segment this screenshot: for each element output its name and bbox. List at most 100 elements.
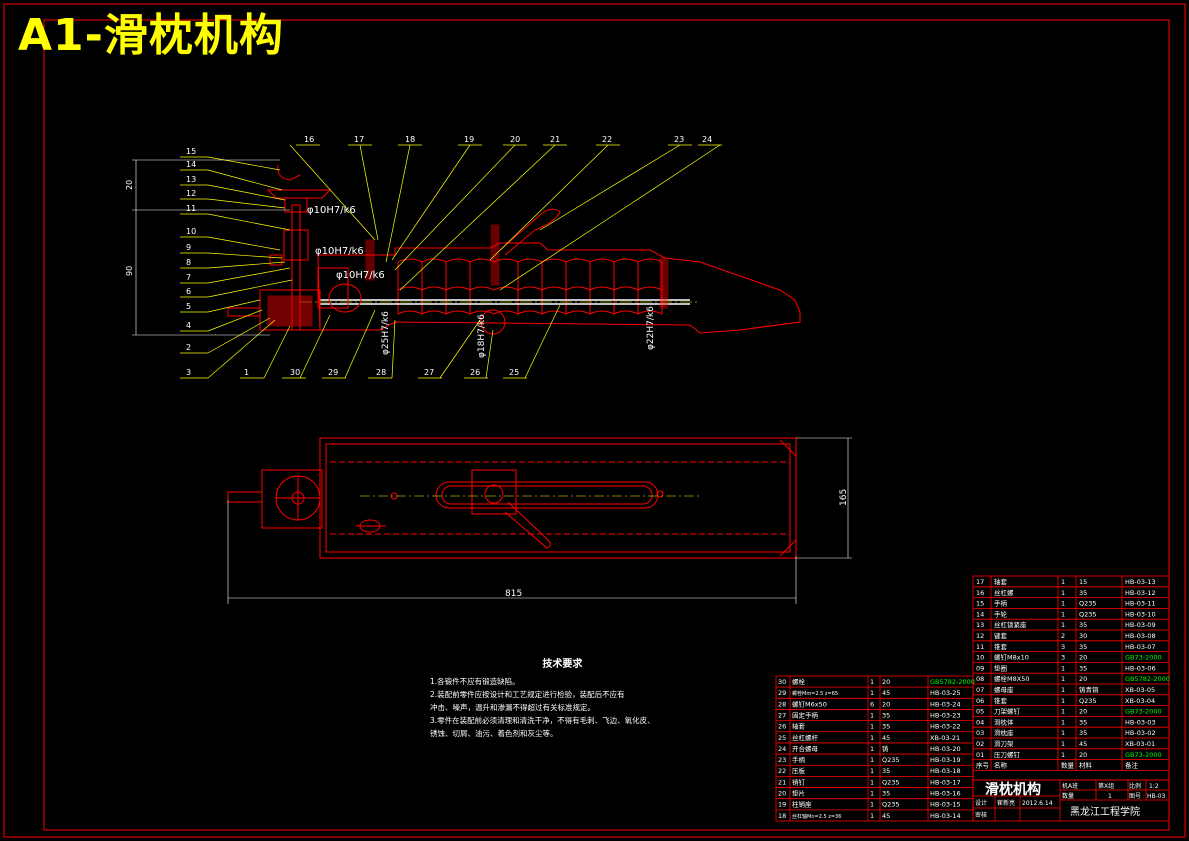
balloon-17: 17 xyxy=(354,135,364,144)
bom-left-table xyxy=(775,675,974,822)
bom-cell: Q235 xyxy=(1079,600,1097,608)
bom-cell: 18 xyxy=(778,812,786,820)
bom-cell: HB-03-08 xyxy=(1125,632,1156,640)
balloon-18: 18 xyxy=(405,135,415,144)
bom-cell: 1 xyxy=(1061,686,1065,694)
bom-cell: 螺钉M8x10 xyxy=(994,653,1029,662)
bom-cell: 压刀螺钉 xyxy=(994,750,1021,759)
bom-cell: 35 xyxy=(1079,718,1087,726)
bom-cell: HB-03-23 xyxy=(930,711,961,719)
bom-cell: 12 xyxy=(976,632,984,640)
bom-cell: HB-03-07 xyxy=(1125,643,1156,651)
dimension-height xyxy=(132,159,290,336)
bom-cell: 35 xyxy=(882,767,890,775)
bom-cell: 20 xyxy=(778,790,786,798)
bom-cell: 22 xyxy=(778,767,786,775)
bom-cell: 45 xyxy=(882,812,890,820)
bom-cell: HB-03-03 xyxy=(1125,718,1156,726)
bom-cell: 1 xyxy=(870,678,874,686)
bom-cell: 铸青铜 xyxy=(1079,685,1099,694)
bom-cell: 1 xyxy=(870,801,874,809)
bom-cell: 丝杠轴Mn=2.5 z=36 xyxy=(792,813,841,820)
bom-cell: 键套 xyxy=(994,631,1008,640)
bom-cell: 25 xyxy=(778,734,786,742)
dim-width: 165 xyxy=(839,489,849,506)
balloons-top: 16 17 18 19 20 21 22 23 24 xyxy=(304,135,712,144)
bom-cell: HB-03-16 xyxy=(930,790,961,798)
bom-cell: 45 xyxy=(1079,740,1087,748)
bom-cell: 1 xyxy=(870,723,874,731)
bom-cell: HB-03-17 xyxy=(930,778,961,786)
balloon-26: 26 xyxy=(470,368,480,377)
fit-label-6: φ22H7/k6 xyxy=(646,306,656,350)
bom-cell: 07 xyxy=(976,686,984,694)
balloon-19: 19 xyxy=(464,135,474,144)
school-name: 黑龙江工程学院 xyxy=(1070,805,1140,818)
bom-cell: GB73-2000 xyxy=(1125,708,1162,716)
bom-cell: 30 xyxy=(1079,632,1087,640)
bom-cell: 11 xyxy=(976,643,984,651)
bom-cell: 15 xyxy=(976,600,984,608)
bom-cell: 固定手柄 xyxy=(792,710,819,719)
balloon-14: 14 xyxy=(186,160,196,169)
bom-cell: 20 xyxy=(1079,654,1087,662)
bom-cell: 1 xyxy=(1061,610,1065,618)
bom-cell: 09 xyxy=(976,664,984,672)
bom-header-cell: 序号 xyxy=(976,761,990,770)
bom-cell: 35 xyxy=(1079,643,1087,651)
leader-lines xyxy=(180,144,722,379)
bom-cell: 螺栓Mm=2.5 z=65 xyxy=(792,690,838,697)
tech-line: 冲击、噪声，温升和渗漏不得超过有关标准规定。 xyxy=(430,703,595,712)
title-block xyxy=(972,779,1170,822)
tech-line: 2.装配前零件应按设计和工艺规定进行检验，装配后不应有 xyxy=(430,690,625,699)
design-date: 2012.6.14 xyxy=(1022,800,1053,807)
dim-height-top: 20 xyxy=(125,180,134,190)
tech-heading: 技术要求 xyxy=(542,659,583,670)
tech-line: 1.各锻件不应有锻造缺陷。 xyxy=(430,677,520,686)
balloon-27: 27 xyxy=(424,368,434,377)
scale-value: 1:2 xyxy=(1149,783,1159,790)
bom-cell: 丝杠螺杆 xyxy=(792,733,819,742)
balloon-13: 13 xyxy=(186,175,196,184)
bom-cell: 20 xyxy=(882,678,890,686)
bom-cell: 01 xyxy=(976,751,984,759)
bom-cell: 14 xyxy=(976,610,984,618)
bom-cell: 45 xyxy=(882,734,890,742)
bom-cell: GB5782-2000 xyxy=(1125,675,1170,683)
bom-cell: 1 xyxy=(1061,621,1065,629)
bom-cell: 23 xyxy=(778,756,786,764)
balloon-28: 28 xyxy=(376,368,386,377)
balloon-24: 24 xyxy=(702,135,712,144)
bom-cell: 35 xyxy=(882,711,890,719)
bom-cell: HB-03-15 xyxy=(930,801,961,809)
plan-view xyxy=(227,437,797,559)
bom-cell: HB-03-02 xyxy=(1125,729,1156,737)
bom-cell: HB-03-12 xyxy=(1125,589,1156,597)
balloons-bottom: 30 29 28 27 26 25 xyxy=(290,368,519,377)
bom-cell: 螺母座 xyxy=(994,685,1014,694)
balloon-5: 5 xyxy=(186,302,191,311)
balloon-4: 4 xyxy=(186,321,191,330)
bom-cell: 锥套 xyxy=(994,642,1008,651)
bom-cell: 手柄 xyxy=(994,599,1008,608)
bom-cell: Q235 xyxy=(1079,697,1097,705)
inner-border xyxy=(43,19,1170,831)
bom-cell: HB-03-20 xyxy=(930,745,961,753)
check-label: 审核 xyxy=(975,811,987,819)
bom-header-cell: 备注 xyxy=(1125,761,1139,770)
bom-cell: 1 xyxy=(1061,729,1065,737)
bom-cell: 1 xyxy=(1061,718,1065,726)
bom-cell: 15 xyxy=(1079,578,1087,586)
drawing-name: 滑枕机构 xyxy=(985,781,1041,798)
bom-cell: 1 xyxy=(1061,600,1065,608)
bom-cell: 6 xyxy=(870,700,874,708)
bom-cell: 刀架螺钉 xyxy=(994,707,1021,716)
bom-cell: GB5782-2000 xyxy=(930,678,975,686)
balloon-20: 20 xyxy=(510,135,520,144)
bom-cell: 螺栓M8X50 xyxy=(994,674,1029,683)
bom-cell: 1 xyxy=(1061,578,1065,586)
balloon-21: 21 xyxy=(550,135,560,144)
bom-cell: 35 xyxy=(1079,729,1087,737)
dim-height-left: 90 xyxy=(125,266,134,276)
